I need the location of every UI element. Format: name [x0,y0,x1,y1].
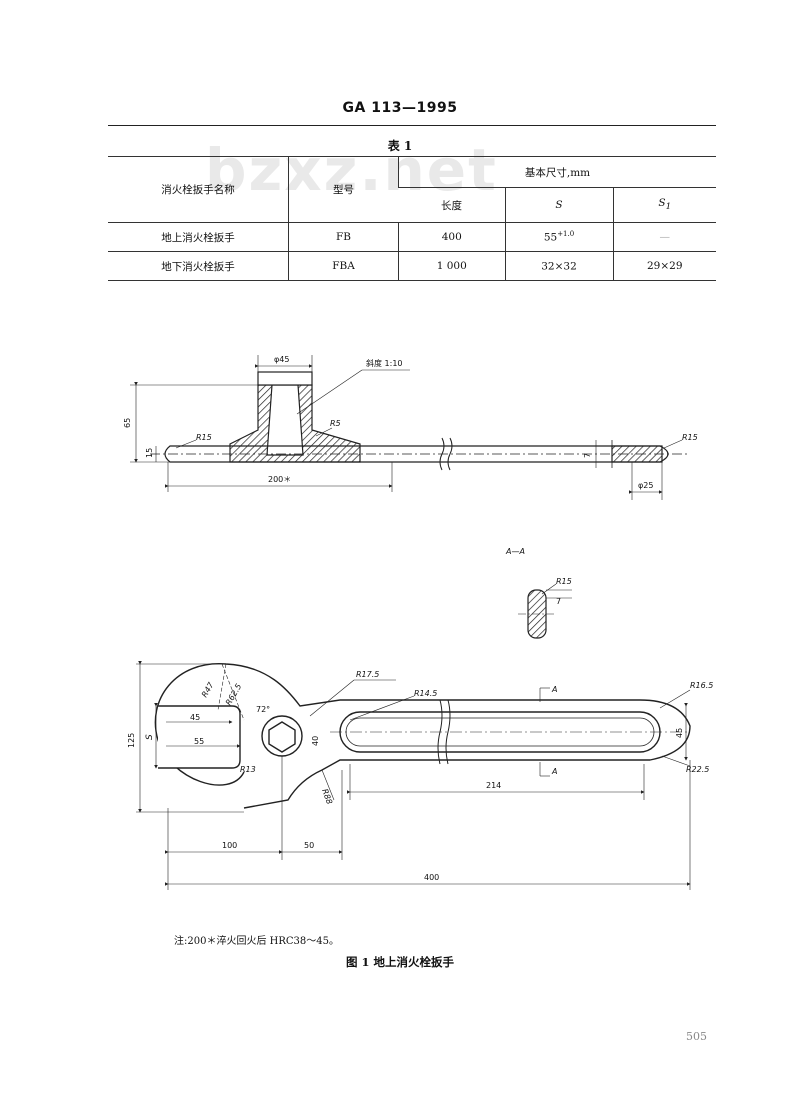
break-mark [445,699,451,765]
row-s-sup: +1.0 [557,230,575,239]
dim-angle-72: 72° [256,705,270,714]
section-mark-a-bottom: A [551,767,557,776]
dim-phi45: φ45 [274,355,289,364]
section-title: A—A [505,547,525,556]
dim-h65: 65 [123,418,132,428]
break-mark [447,437,453,471]
dim-55: 55 [194,737,204,746]
dim-r47: R47 [200,680,216,699]
side-view [130,355,690,500]
row-s-base: 55 [543,231,558,244]
dim-r15-left: R15 [196,433,212,442]
basic-dims-header: 基本尺寸,mm [398,156,716,188]
dim-r17-5: R17.5 [356,670,379,679]
dim-40: 40 [311,736,320,746]
col-name-header: 消火栓扳手名称 [108,156,289,223]
dim-phi25: φ25 [638,481,653,490]
dim-214: 214 [486,781,501,790]
section-a-a [518,583,572,639]
dim-s: S [145,734,155,740]
figure-note: 注:200＊淬火回火后 HRC38～45。 [174,936,339,947]
col-s1-header: S1 [612,187,716,223]
hex-socket [268,721,296,753]
row-length: 1 000 [398,251,505,281]
break-mark [439,437,445,471]
section-r15: R15 [556,577,572,586]
socket-top [257,371,313,386]
col-s-header: S [504,187,613,223]
jaw-opening [158,705,241,769]
row-s: 55+1.0 [504,222,613,252]
row-s1: 29×29 [612,251,716,281]
section-t7: 7 [556,597,561,606]
dim-r5: R5 [330,419,341,428]
s1-base: S [658,197,666,210]
end-hatch [611,445,663,463]
dim-50: 50 [304,841,314,850]
row-s-base: 32×32 [541,260,577,273]
row-name: 地下消火栓扳手 [108,251,289,281]
page-number: 505 [686,1030,707,1043]
dim-taper: 斜度 1:10 [366,358,403,368]
row-s: 32×32 [504,251,613,281]
spec-table: 消火栓扳手名称 型号 基本尺寸,mm 长度 S S1 地上消火栓扳手 FB 40… [108,156,716,281]
col-model-header: 型号 [288,156,399,223]
row-model: FB [288,222,399,252]
dim-r22-5: R22.5 [686,765,709,774]
table-row: 地下消火栓扳手 FBA 1 000 32×32 29×29 [108,251,716,281]
s1-sub: 1 [665,202,672,213]
row-model: FBA [288,251,399,281]
row-length: 400 [398,222,505,252]
dim-45: 45 [190,713,200,722]
socket-bore [266,384,304,456]
row-s1: — [612,222,716,252]
dim-r15-right: R15 [682,433,698,442]
dim-400: 400 [424,873,439,882]
dim-h15: 15 [145,448,154,458]
dim-w200: 200＊ [268,475,291,484]
table-caption: 表 1 [387,139,413,153]
dim-r16-5: R16.5 [690,681,713,690]
break-mark [437,699,443,765]
dim-125: 125 [127,733,136,748]
dim-r13: R13 [240,765,256,774]
dim-r88: R88 [320,788,334,806]
table-row: 地上消火栓扳手 FB 400 55+1.0 — [108,222,716,252]
plan-view [136,661,691,890]
standard-number: GA 113—1995 [342,100,458,116]
dim-d7: 7 [583,453,592,458]
dim-45-right: 45 [675,728,684,738]
dim-r14-5: R14.5 [414,689,437,698]
dim-r62-5: R62.5 [224,682,243,707]
dim-100: 100 [222,841,237,850]
table-header-row: 消火栓扳手名称 型号 基本尺寸,mm [108,156,716,223]
section-mark-a-top: A [551,685,557,694]
header-rule [108,125,716,126]
figure-caption: 图 1 地上消火栓扳手 [345,955,454,969]
col-length-header: 长度 [398,187,505,223]
row-name: 地上消火栓扳手 [108,222,289,252]
